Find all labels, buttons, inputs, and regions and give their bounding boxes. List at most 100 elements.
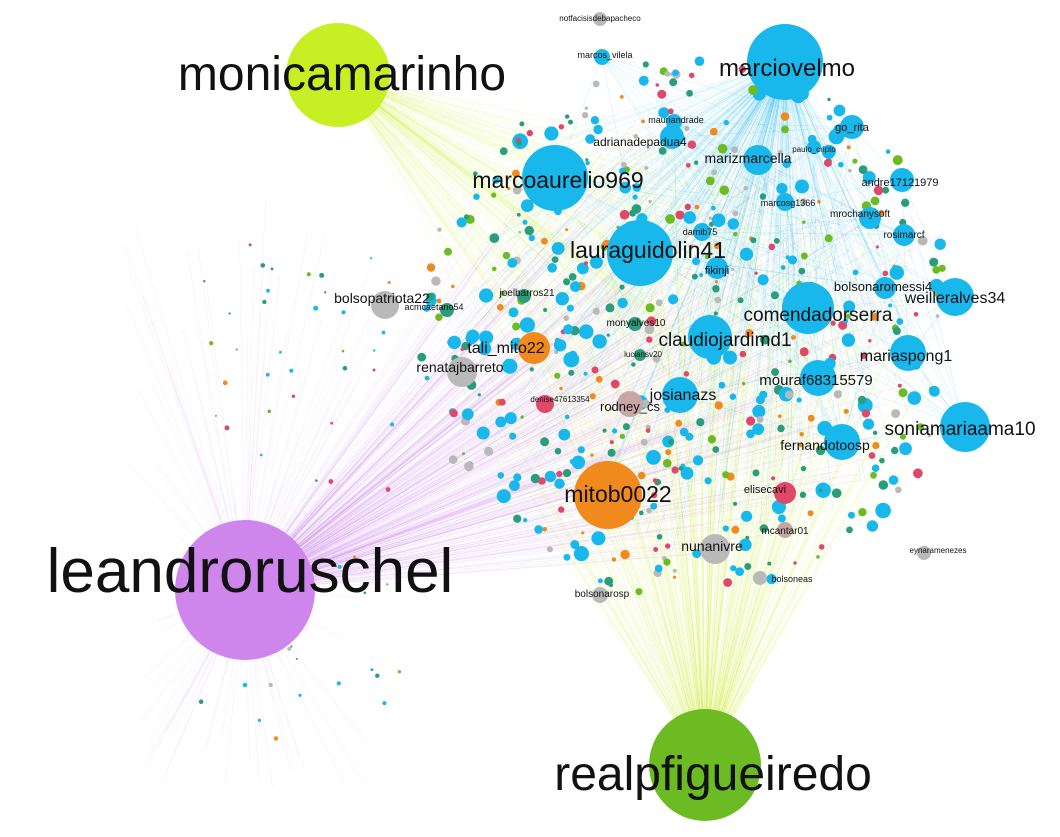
graph-edge xyxy=(704,437,872,766)
graph-node-minor xyxy=(609,440,614,445)
graph-node-minor xyxy=(513,473,522,482)
graph-edge xyxy=(337,74,709,494)
graph-node-minor xyxy=(828,128,845,145)
graph-node-minor xyxy=(852,158,858,164)
graph-edge xyxy=(244,150,562,591)
graph-edge xyxy=(672,61,786,524)
graph-edge xyxy=(337,74,871,259)
graph-edge xyxy=(813,146,909,354)
graph-edge xyxy=(704,402,869,766)
graph-edge xyxy=(337,74,763,480)
graph-node-minor xyxy=(799,432,804,437)
graph-edge xyxy=(717,61,786,506)
graph-node-minor xyxy=(591,531,606,546)
graph-node-minor xyxy=(872,442,880,450)
graph-node-minor xyxy=(319,272,325,278)
graph-edge xyxy=(244,325,775,591)
graph-node-minor xyxy=(558,124,565,130)
graph-node-minor xyxy=(437,227,442,232)
graph-edge xyxy=(244,257,793,591)
graph-edge xyxy=(244,333,676,591)
graph-node-minor xyxy=(868,452,876,459)
graph-node-minor xyxy=(830,320,836,326)
graph-node-minor xyxy=(798,442,804,448)
graph-node-minor xyxy=(651,492,658,499)
graph-node-minor xyxy=(750,237,757,244)
graph-edge xyxy=(784,61,825,327)
graph-edge xyxy=(244,524,704,591)
graph-edge xyxy=(704,401,779,766)
graph-node-minor xyxy=(463,214,470,220)
graph-edge xyxy=(481,61,786,246)
graph-edge xyxy=(598,253,706,766)
graph-edge xyxy=(244,526,714,591)
graph-node-minor xyxy=(717,143,728,154)
graph-node-minor xyxy=(203,280,206,283)
graph-edge xyxy=(244,553,665,591)
graph-node-minor xyxy=(935,314,940,318)
graph-node-minor xyxy=(781,125,789,134)
graph-node-minor xyxy=(497,472,505,479)
graph-edge xyxy=(671,126,853,138)
graph-edge xyxy=(704,426,777,766)
graph-node-minor xyxy=(658,107,670,119)
graph-edge xyxy=(244,141,730,591)
graph-node-minor xyxy=(502,358,518,374)
graph-edge xyxy=(337,74,643,198)
label-bolsonarosp: bolsonarosp xyxy=(575,589,630,600)
graph-node-minor xyxy=(592,334,607,349)
graph-edge xyxy=(652,277,706,766)
graph-edge xyxy=(244,433,855,591)
graph-edge xyxy=(337,74,581,456)
graph-node-minor xyxy=(704,477,712,485)
node-mcantar01 xyxy=(777,522,793,538)
graph-edge xyxy=(631,61,786,332)
graph-node-minor xyxy=(878,480,889,490)
node-fernandotoosp xyxy=(824,424,860,460)
graph-node-minor xyxy=(896,318,904,325)
graph-edge xyxy=(244,537,719,591)
graph-node-minor xyxy=(745,535,750,540)
graph-edge xyxy=(704,347,804,766)
graph-edge xyxy=(704,145,769,766)
graph-edge xyxy=(682,61,786,524)
graph-node-minor xyxy=(868,339,872,343)
graph-edge xyxy=(244,164,768,591)
graph-edge xyxy=(337,74,804,443)
graph-node-minor xyxy=(767,561,772,566)
graph-node-minor xyxy=(741,510,753,522)
graph-edge xyxy=(337,74,619,246)
graph-edge xyxy=(244,425,704,591)
graph-node-minor xyxy=(266,288,270,293)
graph-edge xyxy=(244,238,571,591)
graph-edge xyxy=(647,264,706,766)
graph-edge xyxy=(244,403,890,591)
graph-edge xyxy=(244,500,718,591)
graph-edge xyxy=(337,74,858,269)
node-marciovelmo xyxy=(747,24,823,100)
graph-edge xyxy=(784,61,790,321)
graph-edge xyxy=(244,166,616,591)
graph-node-minor xyxy=(672,69,679,76)
graph-node-minor xyxy=(337,564,342,569)
graph-edge xyxy=(591,364,706,766)
graph-edge xyxy=(525,467,706,766)
graph-edge xyxy=(444,361,706,766)
graph-edge xyxy=(244,446,744,591)
graph-edge xyxy=(337,74,641,448)
graph-node-minor xyxy=(222,380,228,386)
graph-edge xyxy=(693,61,786,480)
graph-node-minor xyxy=(538,477,546,485)
graph-edge xyxy=(244,227,587,591)
label-mouraf68315579: mouraf68315579 xyxy=(759,372,872,389)
graph-node-minor xyxy=(543,308,548,312)
graph-edge xyxy=(711,61,786,366)
graph-edge xyxy=(244,479,863,591)
graph-edge xyxy=(530,340,706,766)
graph-edge xyxy=(704,229,764,766)
graph-node-minor xyxy=(568,119,573,125)
graph-node-minor xyxy=(637,471,646,480)
graph-edge xyxy=(244,148,607,591)
graph-node-minor xyxy=(885,149,891,154)
graph-edge xyxy=(337,74,815,346)
